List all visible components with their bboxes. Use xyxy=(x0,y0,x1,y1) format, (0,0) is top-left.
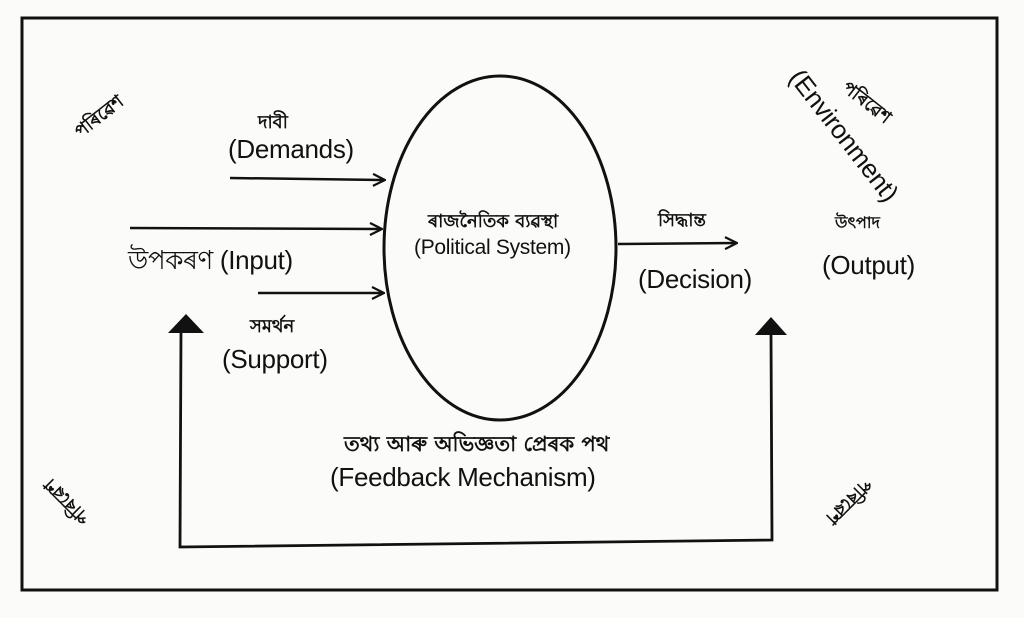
output-en-label: (Output) xyxy=(822,250,915,280)
political-system-en-label: (Political System) xyxy=(414,236,571,259)
support-en-label: (Support) xyxy=(222,344,328,374)
support-bn-label: সমৰ্থন xyxy=(250,316,295,337)
feedback-bn-label: তথ্য আৰু অভিজ্ঞতা প্ৰেৰক পথ xyxy=(344,432,610,456)
demands-arrow xyxy=(229,178,384,180)
political-system-ellipse xyxy=(382,74,618,422)
demands-en-label: (Demands) xyxy=(228,134,354,164)
input-arrow xyxy=(129,228,381,229)
input-label: উপকৰণ (Input) xyxy=(128,245,293,275)
feedback-en-label: (Feedback Mechanism) xyxy=(330,462,596,492)
decision-bn-label: সিদ্ধান্ত xyxy=(658,210,706,231)
decision-en-label: (Decision) xyxy=(638,264,753,294)
output-bn-label: উৎপাদ xyxy=(835,213,880,232)
demands-bn-label: দাবী xyxy=(258,112,288,133)
environment-frame xyxy=(20,16,999,592)
feedback-loop-line xyxy=(178,329,774,549)
decision-arrow xyxy=(617,243,736,244)
political-system-bn-label: ৰাজনৈতিক ব্যৱস্থা xyxy=(428,211,559,232)
feedback-arrowhead-left xyxy=(168,314,204,333)
feedback-arrowhead-right xyxy=(755,317,787,335)
